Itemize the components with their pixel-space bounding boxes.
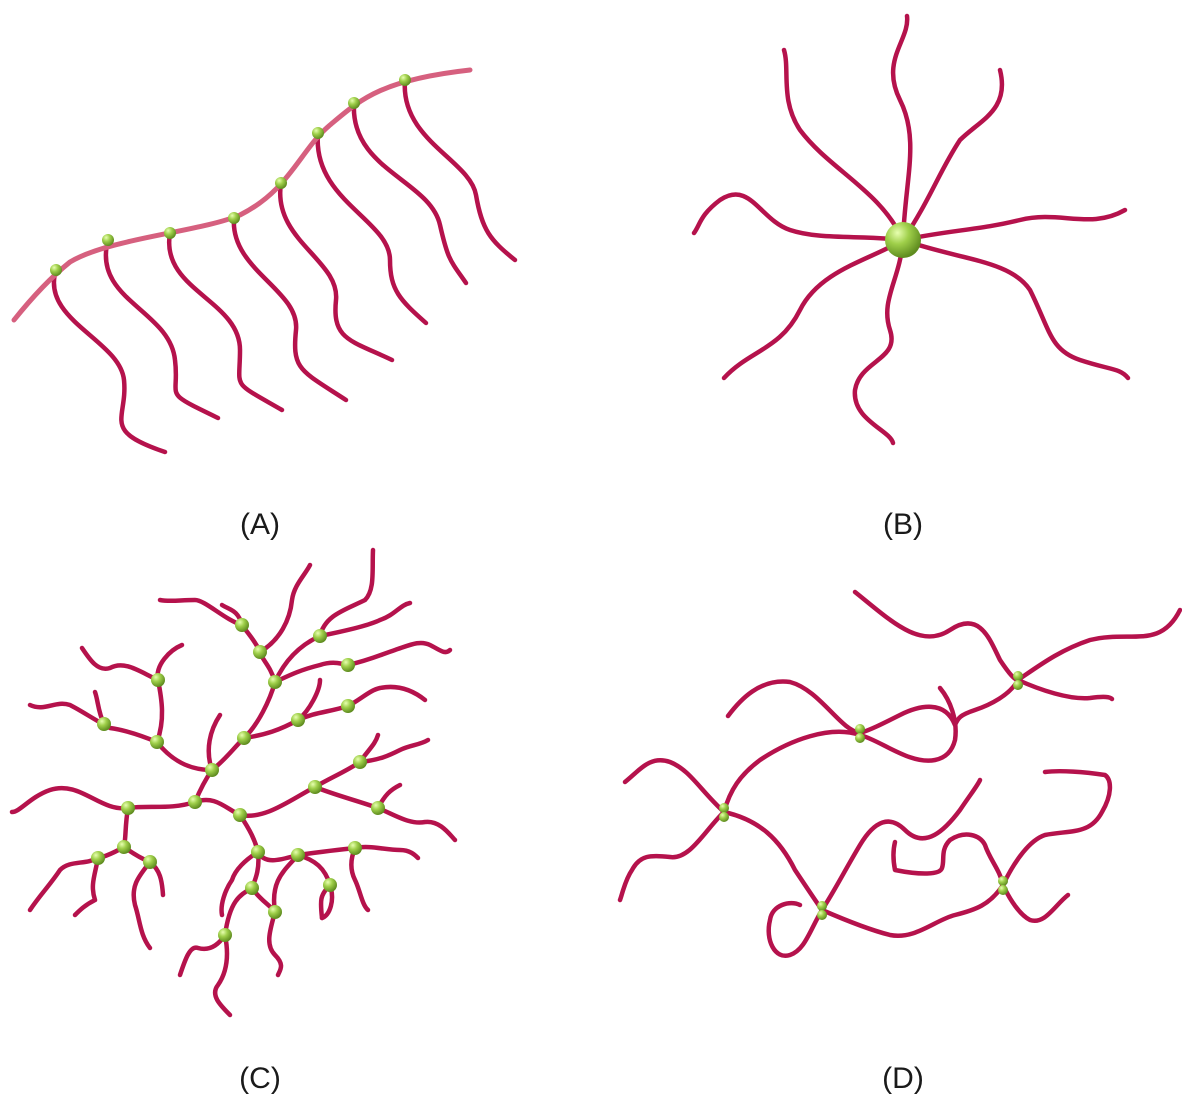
panel-b-star-polymer xyxy=(694,16,1128,443)
panel-d-crosslinked-network xyxy=(620,592,1180,956)
panel-a-backbone xyxy=(14,70,470,320)
panel-b-core-node xyxy=(885,222,921,258)
panel-d-chains xyxy=(620,592,1180,956)
panel-a-graft-polymer xyxy=(14,70,515,452)
panel-b-label: (B) xyxy=(843,508,963,542)
panel-a-label: (A) xyxy=(200,508,320,542)
panel-d-label: (D) xyxy=(843,1062,963,1096)
panel-a-side-chains xyxy=(54,80,515,452)
panel-c-chains xyxy=(12,550,455,1015)
panel-c-dendrimer xyxy=(12,550,455,1015)
panel-c-label: (C) xyxy=(200,1062,320,1096)
